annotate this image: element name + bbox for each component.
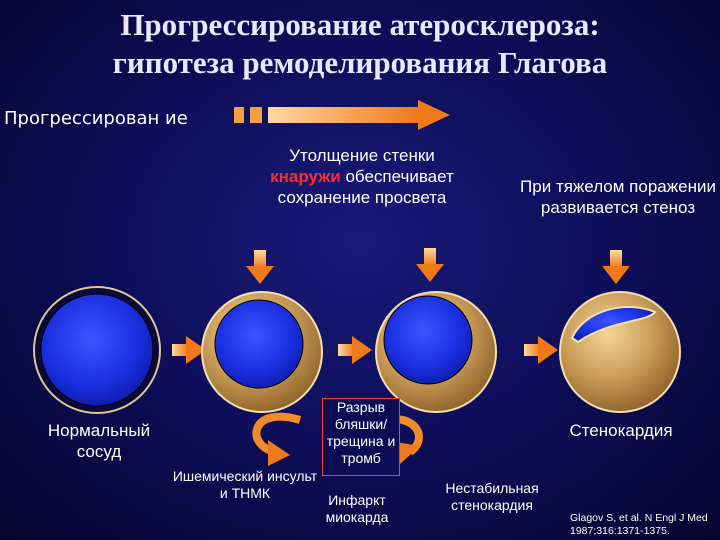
note-outward-line-2: кнаружи обеспечивает	[232, 166, 492, 187]
curved-arrow-left	[252, 412, 302, 466]
note-severe-stenosis: При тяжелом поражении развивается стеноз	[520, 177, 716, 217]
label-angina: Стенокардия	[569, 421, 673, 440]
citation-line-2: 1987;316:1371-1375.	[570, 525, 670, 537]
title-line-2: гипотеза ремоделирования Глагова	[112, 45, 608, 80]
note-outward-line-3: сохранение просвета	[277, 188, 447, 207]
right-arrow-1	[172, 336, 206, 364]
down-arrow-3	[602, 250, 630, 284]
down-arrow-1	[246, 250, 274, 284]
vessel-remodeled	[375, 291, 497, 413]
note-outward-thickening: Утолщение стенки кнаружи обеспечивает со…	[232, 145, 492, 208]
vessel-stenosis	[559, 291, 681, 413]
note-outward-line-2-rest: обеспечивает	[340, 167, 454, 186]
label-ischemic-stroke: Ишемический инсульт и ТНМК	[172, 468, 318, 501]
page-title: Прогрессирование атеросклероза: гипотеза…	[0, 6, 720, 82]
label-plaque-rupture: Разрыв бляшки/ трещина и тромб	[322, 398, 400, 476]
curved-arrow-right	[426, 418, 455, 452]
down-arrow-2	[416, 248, 444, 282]
note-outward-line-1: Утолщение стенки	[289, 146, 435, 165]
label-normal-vessel: Нормальный сосуд	[47, 421, 151, 461]
vessel-early-plaque	[201, 291, 323, 413]
title-line-1: Прогрессирование атеросклероза:	[120, 7, 600, 42]
note-outward-highlight: кнаружи	[270, 167, 341, 186]
right-arrow-3	[524, 336, 558, 364]
citation: Glagov S, et al. N Engl J Med 1987;316:1…	[570, 512, 720, 538]
label-unstable-angina: Нестабильная стенокардия	[445, 480, 539, 513]
citation-line-1: Glagov S, et al. N Engl J Med	[570, 512, 708, 524]
label-myocardial-infarction: Инфаркт миокарда	[325, 492, 389, 525]
progress-arrow	[234, 100, 450, 130]
vessel-normal	[33, 286, 161, 414]
progress-label: Прогрессирован ие	[4, 108, 188, 129]
right-arrow-2	[338, 336, 372, 364]
